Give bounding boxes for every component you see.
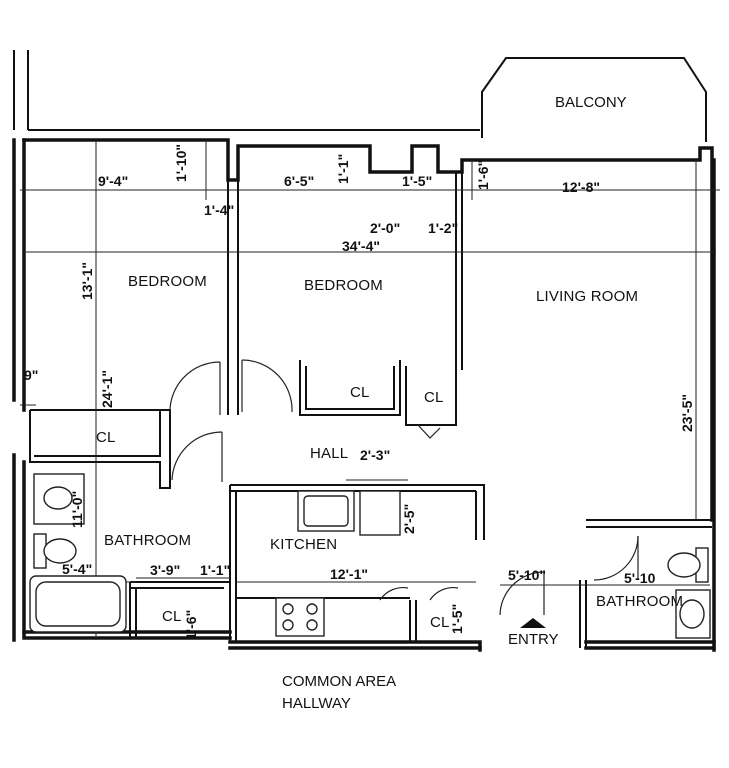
dimension-label: 9": [24, 367, 38, 383]
dimension-label: 12'-8": [562, 179, 600, 195]
dimension-label: 5'-10: [624, 570, 656, 586]
dimension-label: 24'-1": [99, 370, 115, 408]
dimension-label: 13'-1": [79, 262, 95, 300]
dimension-label: 1'-1": [335, 154, 351, 184]
bedroom-2-label: BEDROOM: [304, 277, 383, 294]
dimension-lines: [20, 140, 720, 640]
dimension-label: 1'-2": [428, 220, 458, 236]
fixtures: [29, 473, 711, 639]
bathroom-2-label: BATHROOM: [596, 593, 683, 610]
balcony: [481, 57, 707, 142]
bathroom-1-label: BATHROOM: [104, 532, 191, 549]
toilet-2: [667, 552, 701, 578]
dimension-label: 1'-6": [475, 160, 491, 190]
closet-label: CL: [162, 608, 182, 625]
closet-label: CL: [96, 429, 116, 446]
doors: [169, 359, 639, 616]
dimension-label: 1'-4": [204, 202, 234, 218]
dimension-label: 2'-3": [360, 447, 390, 463]
closet-label: CL: [430, 614, 450, 631]
dimension-label: 9'-4": [98, 173, 128, 189]
dimension-label: 1'-10": [173, 144, 189, 182]
refrigerator: [359, 490, 401, 536]
entry-label: ENTRY: [508, 631, 559, 648]
dimension-label: 2'-5": [401, 504, 417, 534]
dimension-label: 11'-0": [69, 491, 85, 528]
dimension-label: 5'-4": [62, 561, 92, 577]
exterior-wall-stubs: [13, 50, 480, 131]
dimension-label: 12'-1": [330, 566, 368, 582]
range: [275, 597, 325, 637]
sink-2: [679, 599, 705, 629]
dimension-label: 34'-4": [342, 238, 380, 254]
dimension-label: 1'-5": [449, 604, 465, 634]
sink: [43, 486, 73, 510]
hall-label: HALL: [310, 445, 348, 462]
dimension-label: 1'-6": [183, 610, 199, 640]
kitchen-label: KITCHEN: [270, 536, 337, 553]
closet-label: CL: [424, 389, 444, 406]
bedroom-1-label: BEDROOM: [128, 273, 207, 290]
living-room-label: LIVING ROOM: [536, 288, 638, 305]
vanity: [33, 473, 85, 525]
dimension-label: 1'-1": [200, 562, 230, 578]
hallway-label: HALLWAY: [282, 695, 351, 712]
common-area-label: COMMON AREA: [282, 673, 396, 690]
dimension-label: 2'-0": [370, 220, 400, 236]
dimension-label: 6'-5": [284, 173, 314, 189]
entry-arrow: [520, 618, 546, 628]
closet-label: CL: [350, 384, 370, 401]
dimension-label: 5'-10": [508, 567, 546, 583]
balcony-label: BALCONY: [555, 94, 627, 111]
dimension-label: 1'-5": [402, 173, 432, 189]
dimension-label: 23'-5": [679, 394, 695, 432]
dimension-label: 3'-9": [150, 562, 180, 578]
toilet: [43, 538, 77, 564]
